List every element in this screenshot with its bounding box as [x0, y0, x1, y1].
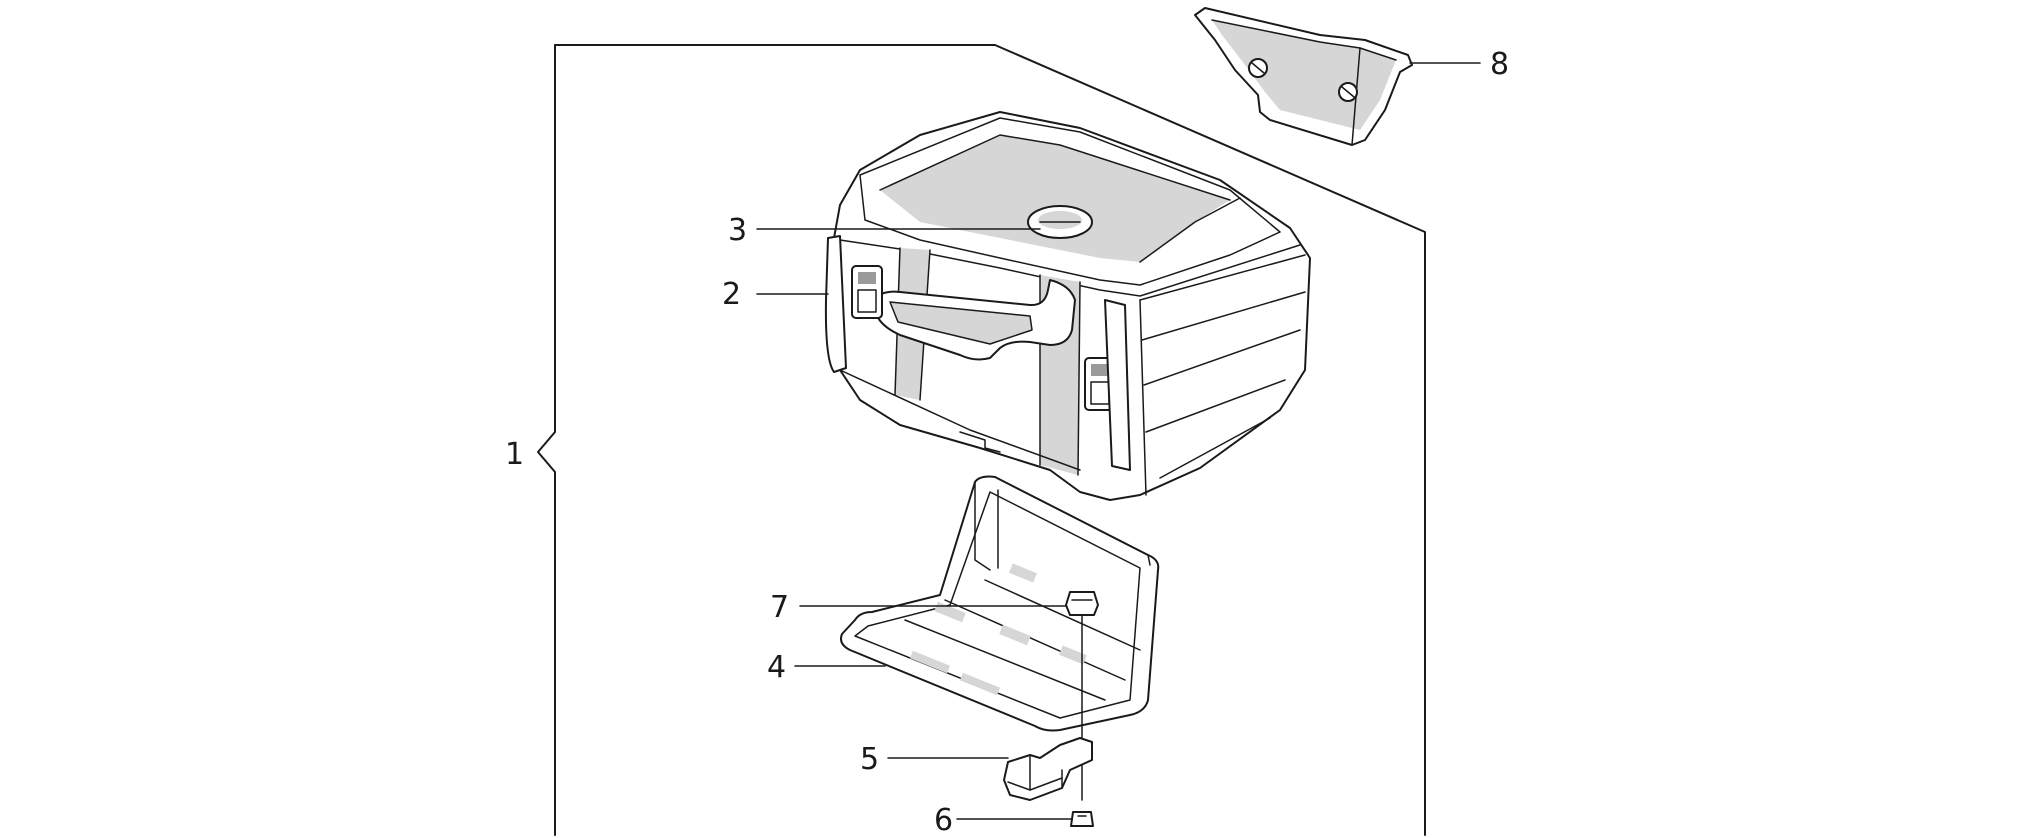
bracket-illustration — [1003, 737, 1093, 801]
callout-3: 3 — [728, 213, 747, 248]
screw-illustration — [1070, 811, 1094, 827]
callout-7: 7 — [770, 590, 789, 625]
callout-2: 2 — [722, 277, 741, 312]
callout-4: 4 — [767, 650, 786, 685]
backrest-pad-illustration — [1194, 7, 1413, 146]
callout-1: 1 — [505, 437, 524, 472]
nut-illustration — [1065, 591, 1099, 801]
top-case-illustration — [824, 111, 1311, 501]
callout-5: 5 — [860, 742, 879, 777]
leader-lines — [756, 62, 1481, 820]
assembly-group-outline — [537, 44, 1426, 836]
rack-plate-illustration — [840, 475, 1160, 732]
callout-6: 6 — [934, 803, 953, 838]
callout-labels: 1 2 3 4 5 6 7 8 — [505, 47, 1509, 838]
callout-8: 8 — [1490, 47, 1509, 82]
